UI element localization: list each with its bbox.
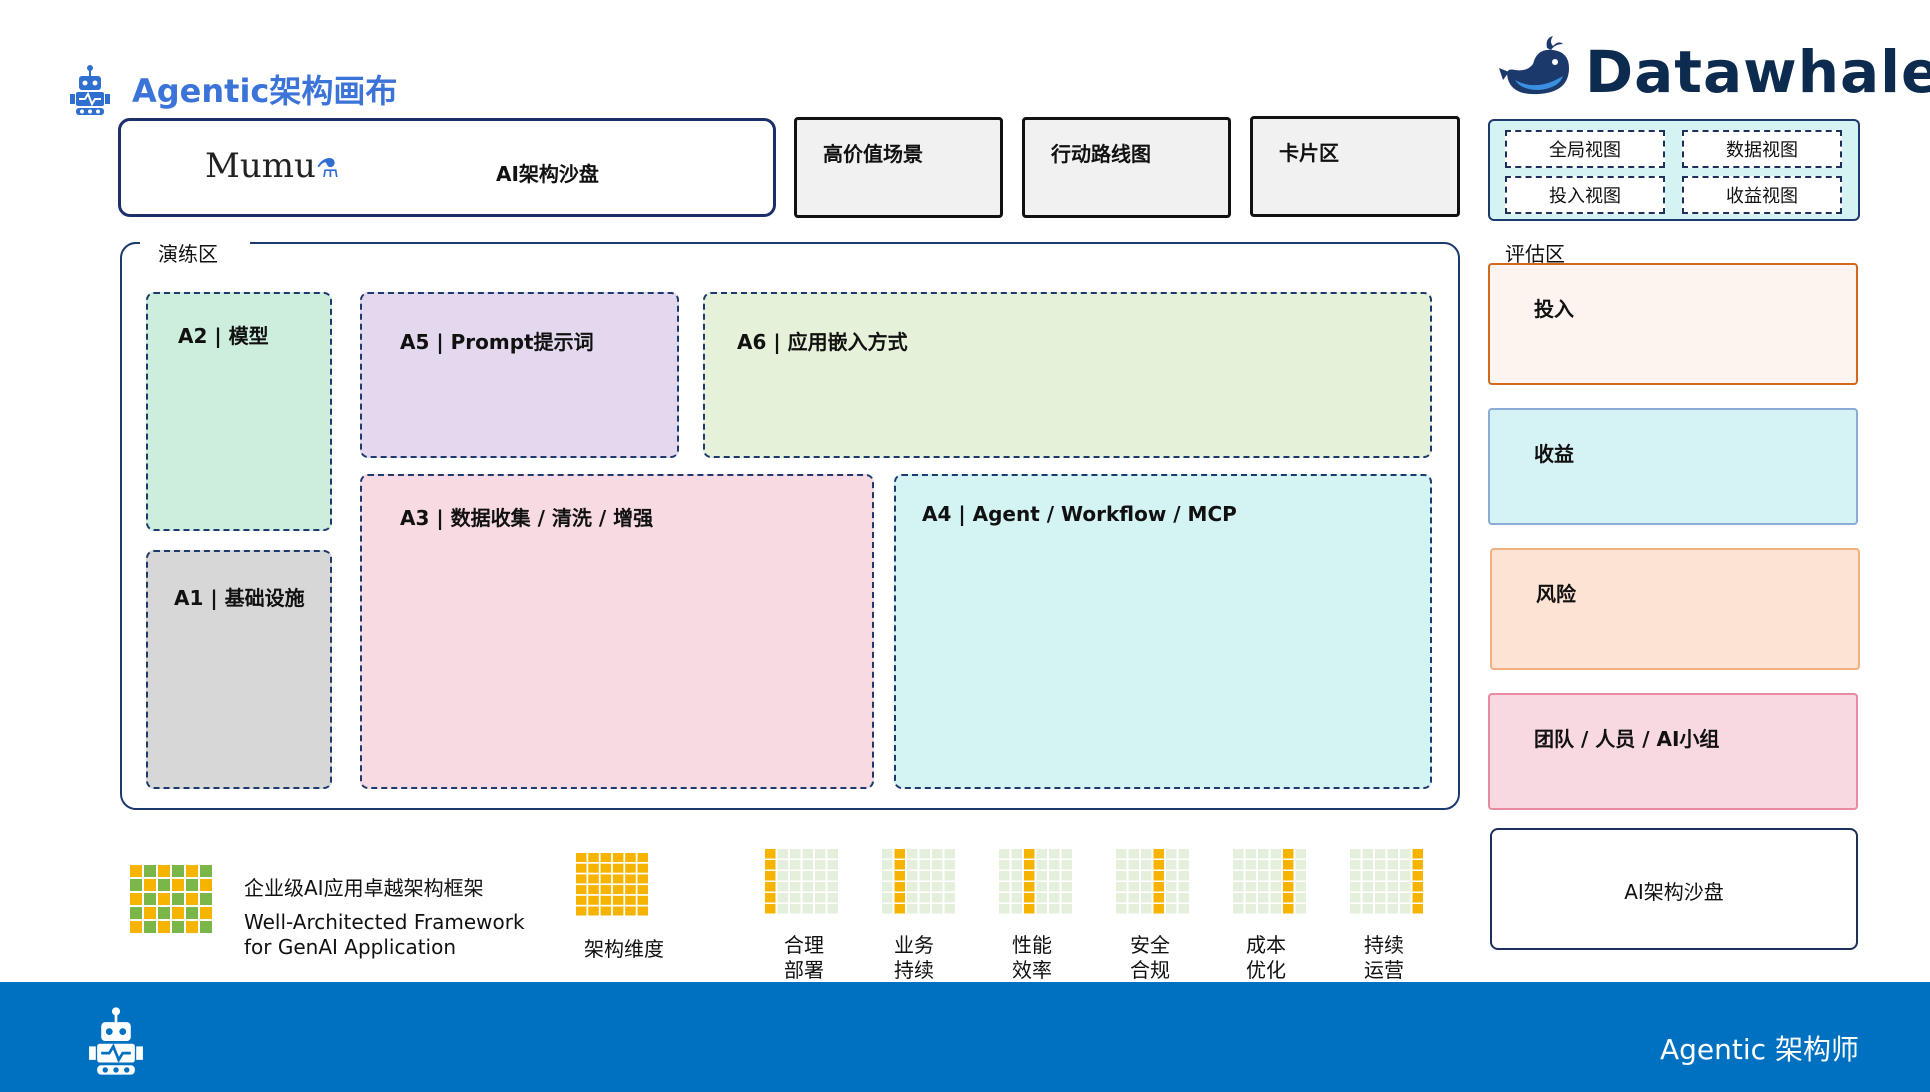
global-view-button[interactable]: 全局视图 [1505,130,1665,168]
robot-icon [89,1007,143,1075]
pillar-label-line-1: 合理 [784,933,824,957]
brand-name: Datawhale [1585,38,1930,106]
block-a4-label: A4 | Agent / Workflow / MCP [922,502,1237,526]
practice-area [120,242,1460,810]
block-a1-label: A1 | 基础设施 [174,586,305,610]
block-a3-data[interactable]: A3 | 数据收集 / 清洗 / 增强 [360,474,874,789]
flask-icon: ⚗ [315,154,340,184]
card-area-card[interactable]: 卡片区 [1250,116,1460,217]
block-a4-agent-workflow[interactable]: A4 | Agent / Workflow / MCP [894,474,1432,789]
block-a5-prompt[interactable]: A5 | Prompt提示词 [360,292,679,458]
pillar-label: 性能效率 [1000,933,1064,983]
sandbox-card[interactable] [118,118,776,217]
eval-investment[interactable]: 投入 [1488,263,1858,385]
block-a6-label: A6 | 应用嵌入方式 [737,330,908,354]
practice-label-backdrop [140,232,250,256]
block-a2-label: A2 | 模型 [178,324,269,348]
footer-text: Agentic 架构师 [1660,1033,1859,1066]
pillar-label-line-2: 持续 [894,958,934,982]
footer-bar [0,982,1930,1092]
framework-grid-icon [130,865,212,933]
pillar-label: 持续运营 [1352,933,1416,983]
pillar-label-line-2: 部署 [784,958,824,982]
pillar-grid-icon [765,849,838,914]
page-title: Agentic架构画布 [132,72,398,110]
data-view-button[interactable]: 数据视图 [1682,130,1842,168]
eval-income[interactable]: 收益 [1488,408,1858,525]
pillar-label-line-2: 运营 [1364,958,1404,982]
high-value-scenario-card[interactable]: 高价值场景 [794,117,1003,218]
mumu-logo-text: Mumu [205,146,316,186]
whale-logo-icon [1499,36,1569,95]
dimension-label: 架构维度 [584,937,664,961]
card-area-label: 卡片区 [1279,141,1339,165]
framework-title-en-2: for GenAI Application [244,935,457,959]
framework-title-cn: 企业级AI应用卓越架构框架 [244,876,484,900]
pillar-grid-icon [999,849,1072,914]
high-value-scenario-label: 高价值场景 [823,142,923,166]
action-roadmap-label: 行动路线图 [1051,142,1151,166]
pillar-label-line-1: 持续 [1364,933,1404,957]
eval-risk[interactable]: 风险 [1490,548,1860,670]
pillar-label-line-2: 优化 [1246,958,1286,982]
evaluation-area-label: 评估区 [1505,242,1565,266]
pillar-label: 合理部署 [772,933,836,983]
pillar-label: 成本优化 [1234,933,1298,983]
eval-team[interactable]: 团队 / 人员 / AI小组 [1488,693,1858,810]
eval-risk-label: 风险 [1536,582,1576,606]
mumu-logo: Mumu⚗ [205,146,339,186]
robot-icon [70,65,110,115]
pillar-label-line-1: 性能 [1012,933,1052,957]
block-a2-model[interactable]: A2 | 模型 [146,292,332,531]
practice-area-label: 演练区 [158,242,218,266]
eval-income-label: 收益 [1534,442,1574,466]
eval-team-label: 团队 / 人员 / AI小组 [1534,727,1720,751]
pillar-label-line-1: 业务 [894,933,934,957]
pillar-grid-icon [1350,849,1423,914]
pillar-label: 安全合规 [1118,933,1182,983]
block-a6-app-embedding[interactable]: A6 | 应用嵌入方式 [703,292,1432,458]
sandbox-bottom-card[interactable]: AI架构沙盘 [1490,828,1858,950]
pillar-grid-icon [1116,849,1189,914]
action-roadmap-card[interactable]: 行动路线图 [1022,117,1231,218]
pillar-label: 业务持续 [882,933,946,983]
block-a3-label: A3 | 数据收集 / 清洗 / 增强 [400,506,654,530]
pillar-label-line-2: 合规 [1130,958,1170,982]
eval-investment-label: 投入 [1534,297,1574,321]
framework-title-en-1: Well-Architected Framework [244,910,525,934]
investment-view-button[interactable]: 投入视图 [1505,176,1665,214]
pillar-label-line-2: 效率 [1012,958,1052,982]
pillar-label-line-1: 安全 [1130,933,1170,957]
sandbox-bottom-label: AI架构沙盘 [1624,880,1724,904]
pillar-grid-icon [1233,849,1306,914]
pillar-label-line-1: 成本 [1246,933,1286,957]
income-view-button[interactable]: 收益视图 [1682,176,1842,214]
block-a5-label: A5 | Prompt提示词 [400,330,594,354]
dimension-grid-icon [576,853,648,916]
pillar-grid-icon [882,849,955,914]
block-a1-infrastructure[interactable]: A1 | 基础设施 [146,550,332,789]
sandbox-label: AI架构沙盘 [496,162,599,186]
